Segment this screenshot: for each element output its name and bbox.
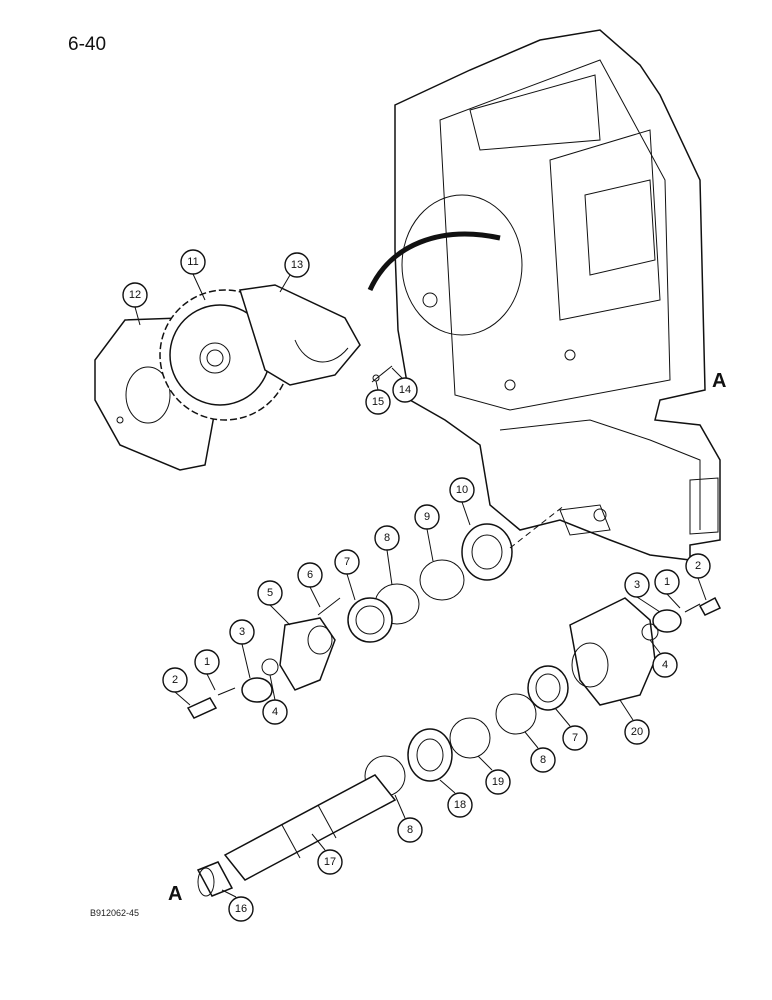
callout-3-right: 3 bbox=[634, 579, 640, 591]
callout-11: 11 bbox=[187, 256, 198, 268]
callout-17: 17 bbox=[324, 856, 336, 868]
callout-7-lower: 7 bbox=[572, 732, 578, 744]
callout-2-right: 2 bbox=[695, 560, 701, 572]
seal-7-upper bbox=[347, 597, 393, 643]
callout-4-left: 4 bbox=[272, 706, 278, 718]
callout-19: 19 bbox=[492, 776, 504, 788]
snap-ring-19 bbox=[449, 717, 491, 759]
callout-2-left: 2 bbox=[172, 674, 178, 686]
snap-ring-8-mid bbox=[495, 693, 537, 735]
figure-code: B912062-45 bbox=[90, 908, 140, 918]
output-shaft-17 bbox=[223, 774, 397, 881]
callout-1-right: 1 bbox=[664, 576, 670, 588]
callout-15: 15 bbox=[372, 396, 384, 408]
o-ring-4-left bbox=[261, 658, 279, 676]
callout-5: 5 bbox=[267, 587, 273, 599]
transmission-housing bbox=[367, 29, 721, 561]
callout-8-upper: 8 bbox=[384, 532, 390, 544]
callout-9: 9 bbox=[424, 511, 430, 523]
sleeve-16 bbox=[196, 861, 234, 897]
snap-ring-9 bbox=[419, 559, 465, 601]
callout-20: 20 bbox=[631, 726, 643, 738]
bearing-cap bbox=[239, 284, 361, 386]
callout-13: 13 bbox=[291, 259, 303, 271]
bolt-1-left bbox=[217, 687, 236, 696]
lock-plate-2-right bbox=[698, 596, 722, 616]
cap-3-right bbox=[652, 609, 682, 633]
callout-12: 12 bbox=[129, 289, 141, 301]
callout-7-upper: 7 bbox=[344, 556, 350, 568]
page-number: 6-40 bbox=[68, 34, 107, 55]
lock-plate-2-left bbox=[186, 697, 218, 719]
yoke-5 bbox=[279, 617, 336, 691]
carrier-20 bbox=[569, 597, 656, 706]
washer bbox=[372, 374, 380, 382]
bearing-18 bbox=[407, 728, 453, 782]
seal-7-lower bbox=[527, 665, 569, 711]
callout-3-left: 3 bbox=[239, 626, 245, 638]
callout-16: 16 bbox=[235, 903, 247, 915]
cap-3-left bbox=[241, 677, 273, 703]
bolt bbox=[371, 365, 393, 383]
reference-letter-upper: A bbox=[712, 370, 726, 392]
callout-8-lower: 8 bbox=[407, 824, 413, 836]
callout-14: 14 bbox=[399, 384, 411, 396]
callout-1-left: 1 bbox=[204, 656, 210, 668]
callout-10: 10 bbox=[456, 484, 468, 496]
bearing-upper bbox=[461, 523, 513, 581]
reference-letter-lower: A bbox=[168, 883, 182, 905]
callout-18: 18 bbox=[454, 799, 466, 811]
leader-lines bbox=[134, 273, 707, 898]
bolt-1-right bbox=[684, 603, 701, 613]
callout-8-mid: 8 bbox=[540, 754, 546, 766]
callout-6: 6 bbox=[307, 569, 313, 581]
bolt-6 bbox=[317, 597, 341, 616]
callout-4-right: 4 bbox=[662, 659, 668, 671]
